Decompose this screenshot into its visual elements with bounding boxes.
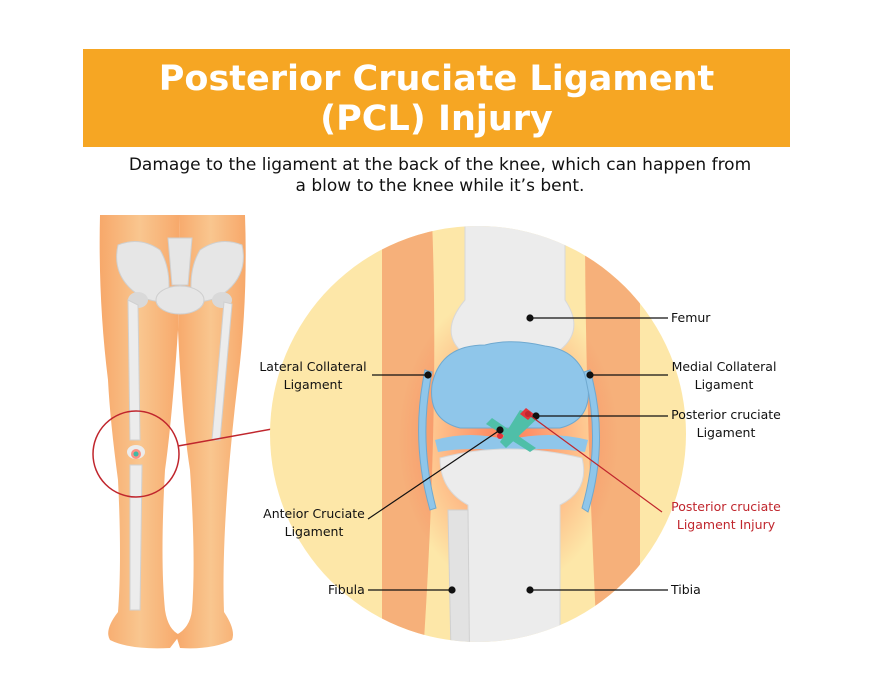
subtitle-line-2: a blow to the knee while it’s bent. — [295, 176, 585, 196]
label-medial-collateral: Medial Collateral Ligament — [668, 358, 780, 394]
leader-lines — [367, 314, 668, 594]
title-line-1: Posterior Cruciate Ligament — [158, 59, 715, 99]
fibula-bone — [447, 509, 471, 642]
label-anterior-cruciate-line-1: Anteior Cruciate — [263, 506, 365, 521]
label-tibia: Tibia — [671, 582, 701, 597]
label-fibula: Fibula — [328, 582, 365, 597]
label-pcl-injury: Posterior cruciate Ligament Injury — [668, 498, 784, 534]
label-lateral-collateral-line-2: Ligament — [283, 377, 343, 392]
label-lateral-collateral: Lateral Collateral Ligament — [254, 358, 372, 394]
zoom-circle — [92, 410, 180, 498]
knee-detail — [270, 226, 686, 642]
title-line-2: (PCL) Injury — [320, 99, 553, 139]
posterior-cruciate-ligament — [500, 410, 540, 448]
pcl-injury-leader — [527, 413, 663, 513]
medial-collateral-ligament — [581, 369, 601, 513]
right-femur — [211, 301, 233, 441]
left-tibia — [129, 464, 143, 611]
label-femur: Femur — [671, 310, 711, 325]
label-pcl-injury-line-1: Posterior cruciate — [671, 499, 781, 514]
femur-cartilage — [431, 341, 589, 429]
label-posterior-cruciate-line-1: Posterior cruciate — [671, 407, 781, 422]
label-medial-collateral-line-1: Medial Collateral — [671, 359, 777, 374]
label-medial-collateral-line-2: Ligament — [694, 377, 754, 392]
label-posterior-cruciate: Posterior cruciate Ligament — [668, 406, 784, 442]
lateral-collateral-ligament — [418, 369, 437, 511]
label-anterior-cruciate: Anteior Cruciate Ligament — [256, 505, 372, 541]
pelvis-bone — [116, 237, 244, 315]
subtitle-line-1: Damage to the ligament at the back of th… — [128, 155, 752, 175]
femur-bone — [450, 226, 575, 351]
label-posterior-cruciate-line-2: Ligament — [696, 425, 756, 440]
label-lateral-collateral-line-1: Lateral Collateral — [259, 359, 367, 374]
left-femur — [127, 299, 141, 441]
label-anterior-cruciate-line-2: Ligament — [284, 524, 344, 539]
title-banner: Posterior Cruciate Ligament (PCL) Injury — [83, 49, 790, 147]
legs-figure — [92, 215, 456, 649]
label-pcl-injury-line-2: Ligament Injury — [676, 517, 776, 532]
